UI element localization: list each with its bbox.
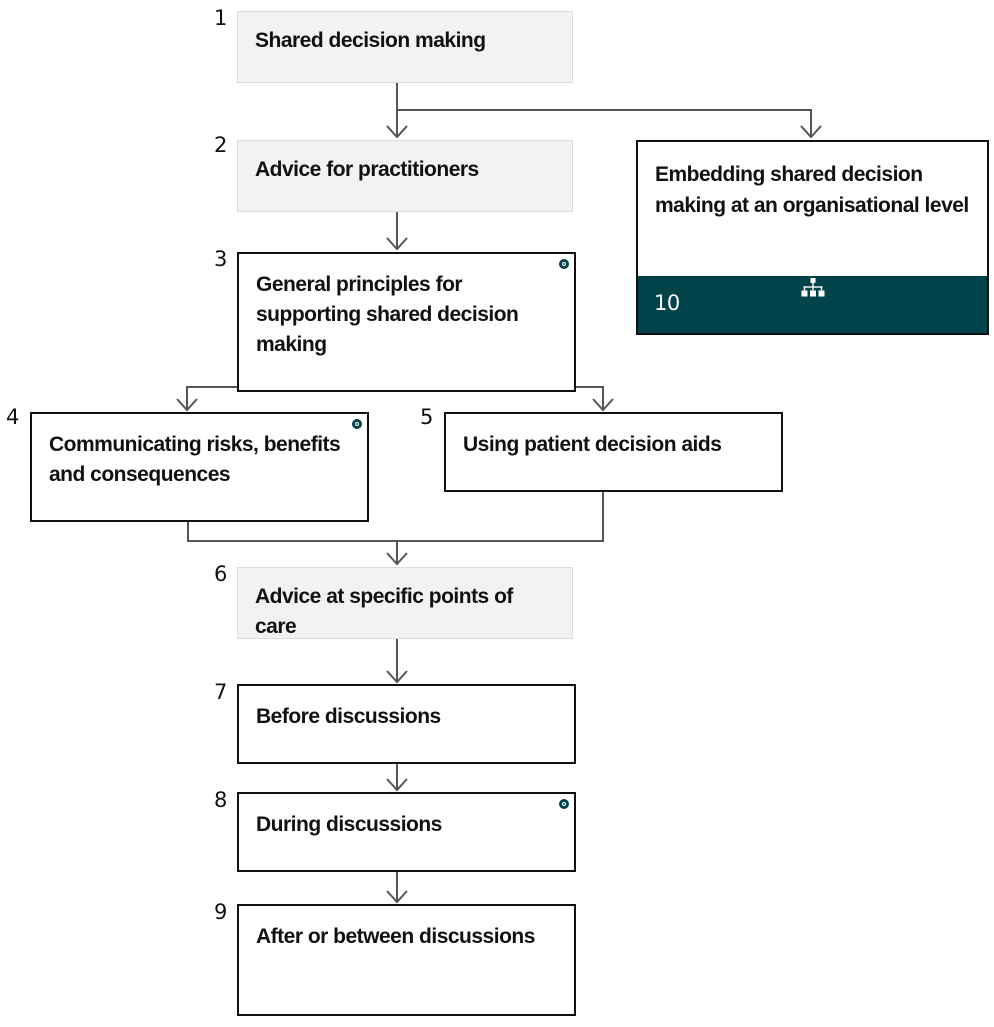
arrowhead-5: [592, 398, 614, 412]
info-dot-icon: [559, 799, 569, 809]
node-label: Using patient decision aids: [463, 433, 722, 456]
node-label: Before discussions: [256, 705, 441, 728]
node-communicating-risks[interactable]: Communicating risks, benefits and conseq…: [30, 412, 369, 522]
step-number-7: 7: [214, 680, 228, 704]
arrowhead-2: [386, 125, 408, 139]
node-patient-decision-aids[interactable]: Using patient decision aids: [444, 412, 783, 492]
node-shared-decision-making[interactable]: Shared decision making: [237, 11, 573, 83]
org-chart-icon: [799, 276, 829, 315]
node-embedding-organisational-level[interactable]: Embedding shared decision making at an o…: [636, 140, 989, 335]
arrowhead-9: [386, 890, 408, 904]
step-number-4: 4: [6, 405, 20, 429]
edge-3-5: [575, 386, 604, 409]
node-advice-for-practitioners[interactable]: Advice for practitioners: [237, 140, 573, 212]
arrowhead-3: [386, 237, 408, 251]
node-label: Advice for practitioners: [255, 158, 479, 181]
step-number-5: 5: [420, 405, 434, 429]
feature-footer: 10: [638, 276, 987, 333]
info-dot-icon: [352, 419, 362, 429]
edge-3-4: [186, 386, 238, 409]
node-label: Embedding shared decision making at an o…: [655, 163, 969, 217]
node-label: Advice at specific points of care: [255, 585, 513, 638]
node-label: After or between discussions: [256, 925, 535, 948]
step-number-10: 10: [654, 291, 680, 315]
node-label: Shared decision making: [255, 29, 486, 52]
node-label: During discussions: [256, 813, 442, 836]
node-after-or-between-discussions[interactable]: After or between discussions: [237, 904, 576, 1016]
arrowhead-6: [386, 552, 408, 566]
step-number-6: 6: [214, 562, 228, 586]
step-number-1: 1: [214, 6, 228, 30]
node-during-discussions[interactable]: During discussions: [237, 792, 576, 872]
arrowhead-4: [176, 398, 198, 412]
edge-4-6: [187, 492, 604, 542]
step-number-3: 3: [214, 247, 228, 271]
arrowhead-10: [800, 125, 822, 139]
node-label: General principles for supporting shared…: [256, 273, 519, 356]
step-number-9: 9: [214, 900, 228, 924]
node-before-discussions[interactable]: Before discussions: [237, 684, 576, 764]
node-advice-at-points-of-care[interactable]: Advice at specific points of care: [237, 567, 573, 639]
node-general-principles[interactable]: General principles for supporting shared…: [237, 252, 576, 392]
arrowhead-8: [386, 778, 408, 792]
step-number-8: 8: [214, 788, 228, 812]
step-number-2: 2: [214, 133, 228, 157]
edge-1-10: [397, 109, 812, 136]
info-dot-icon: [559, 259, 569, 269]
node-label: Communicating risks, benefits and conseq…: [49, 433, 341, 486]
arrowhead-7: [386, 670, 408, 684]
